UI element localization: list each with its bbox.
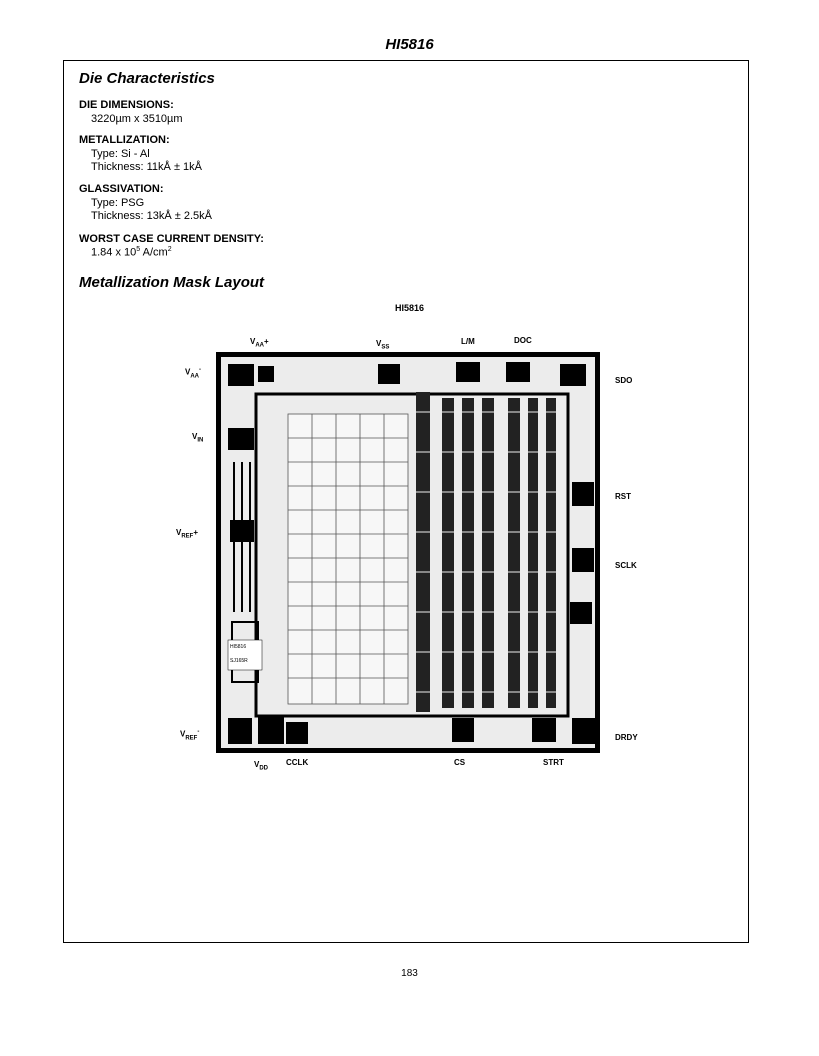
die-marking-line-1: HI5816 xyxy=(230,644,246,650)
current-density-label: WORST CASE CURRENT DENSITY: xyxy=(79,233,264,245)
page-number: 183 xyxy=(401,968,418,979)
pin-label-vref-plus: VREF+ xyxy=(176,528,199,540)
pin-label-vss: VSS xyxy=(376,339,390,351)
pin-label-strt: STRT xyxy=(543,758,564,767)
pin-label-drdy: DRDY xyxy=(615,733,638,742)
pin-label-lm: L/M xyxy=(461,337,475,346)
page-title: HI5816 xyxy=(385,36,434,53)
pin-label-vaa-plus: VAA+ xyxy=(250,337,269,349)
pin-label-doc: DOC xyxy=(514,336,532,345)
metallization-label: METALLIZATION: xyxy=(79,134,170,146)
chip-title: HI5816 xyxy=(394,303,425,313)
glassivation-thickness: Thickness: 13kÅ ± 2.5kÅ xyxy=(91,210,212,222)
pin-label-vaa-minus: VAA- xyxy=(185,367,202,380)
glassivation-label: GLASSIVATION: xyxy=(79,183,164,195)
pin-label-sdo: SDO xyxy=(615,376,633,385)
content-frame xyxy=(63,60,749,943)
die-marking-line-2: SJ165R xyxy=(230,658,248,664)
die-dimensions-value: 3220µm x 3510µm xyxy=(91,113,183,125)
metallization-type: Type: Si - Al xyxy=(91,148,150,160)
pin-label-cs: CS xyxy=(454,758,466,767)
die-mask-layout-image: HI5816 SJ165R xyxy=(216,352,600,753)
pin-label-vin: VIN xyxy=(192,432,204,444)
pin-label-rst: RST xyxy=(615,492,631,501)
pin-label-sclk: SCLK xyxy=(615,561,637,570)
die-characteristics-heading: Die Characteristics xyxy=(79,70,215,87)
glassivation-type: Type: PSG xyxy=(91,197,145,209)
metallization-thickness: Thickness: 11kÅ ± 1kÅ xyxy=(91,161,202,173)
mask-layout-heading: Metallization Mask Layout xyxy=(79,274,265,291)
current-density-value: 1.84 x 105 A/cm2 xyxy=(91,246,172,259)
pin-label-vdd: VDD xyxy=(254,760,269,772)
pin-label-vref-minus: VREF- xyxy=(180,729,200,742)
die-dimensions-label: DIE DIMENSIONS: xyxy=(79,99,174,111)
pin-label-cclk: CCLK xyxy=(286,758,309,767)
